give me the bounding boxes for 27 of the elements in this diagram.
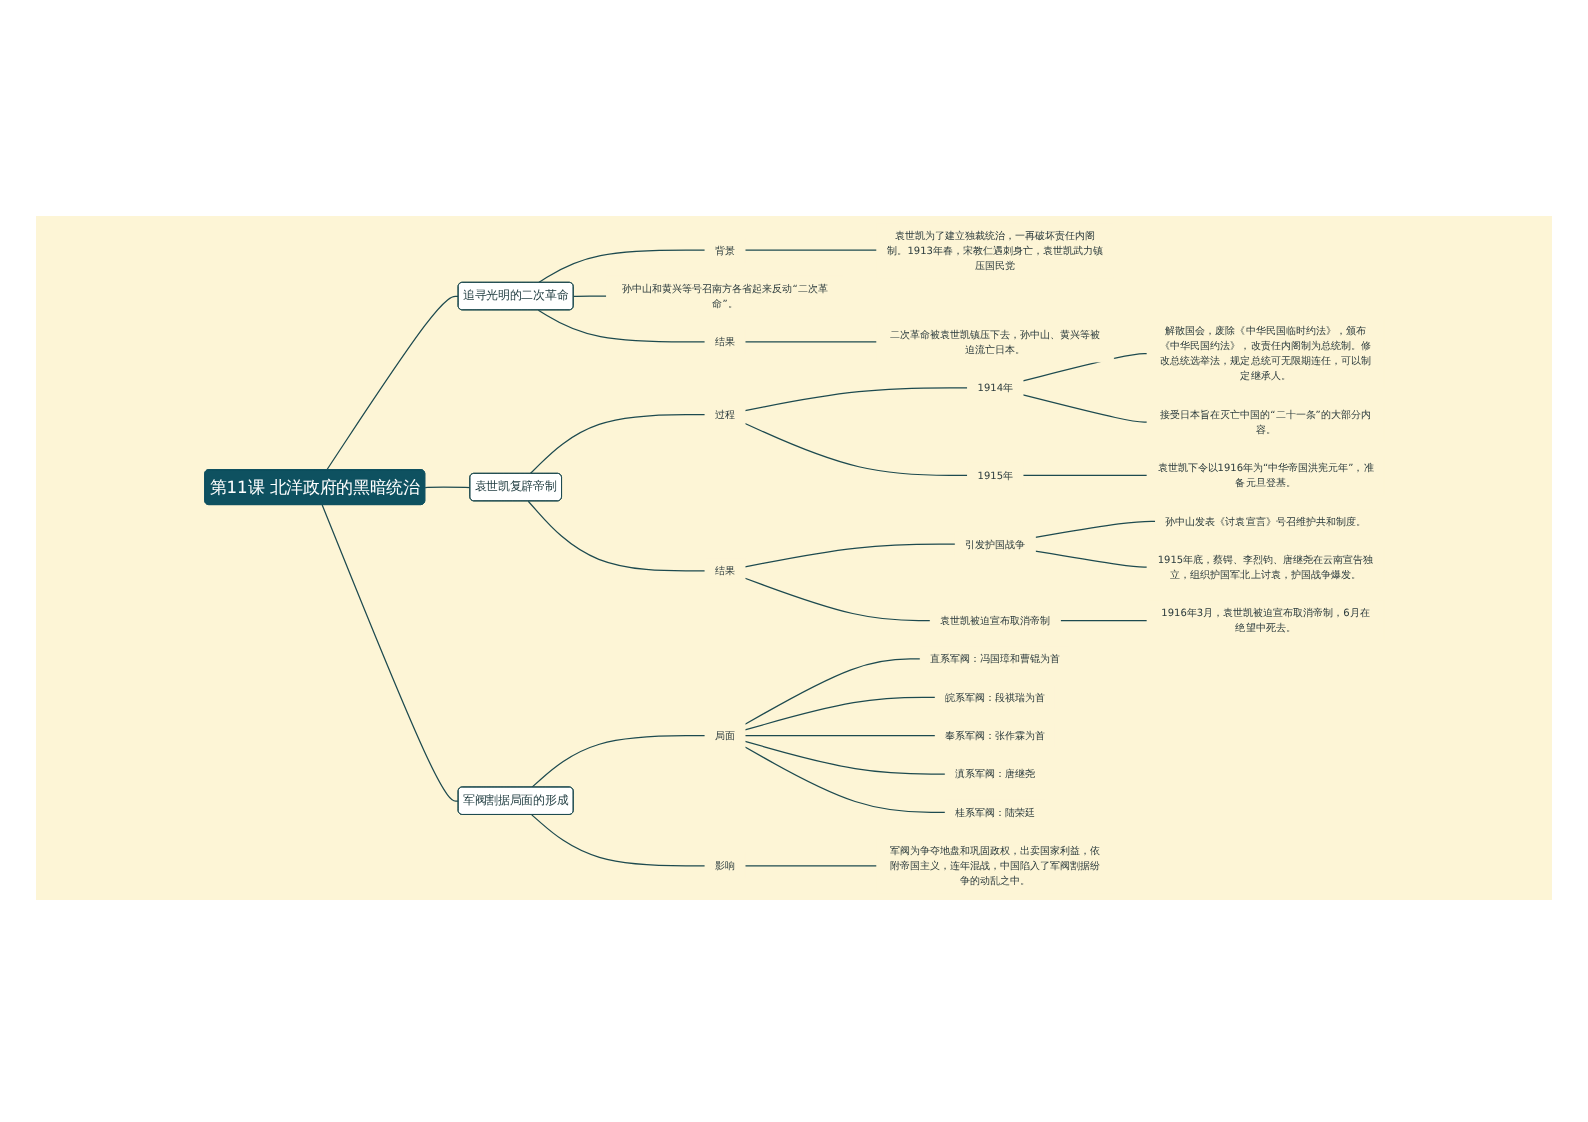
connector [744,746,946,813]
connector [1034,520,1156,539]
connector [325,295,459,471]
connector [744,422,968,477]
connector [537,249,706,284]
connector [744,696,936,731]
connector [527,500,706,572]
connector [530,735,706,788]
connector [530,814,706,867]
connector [572,295,607,298]
connector [1022,394,1148,423]
connector [744,543,956,568]
connector [744,341,878,343]
connector [1034,550,1148,568]
connector [744,865,878,867]
connector [744,577,931,622]
connector [744,658,921,725]
connector [1022,474,1148,477]
connector [744,735,936,737]
connector [424,486,471,489]
connector [529,413,706,475]
connector [744,740,946,775]
connector [744,249,878,251]
connector [744,387,968,412]
connector [1059,619,1148,622]
connector [321,504,459,802]
connector [537,309,706,343]
